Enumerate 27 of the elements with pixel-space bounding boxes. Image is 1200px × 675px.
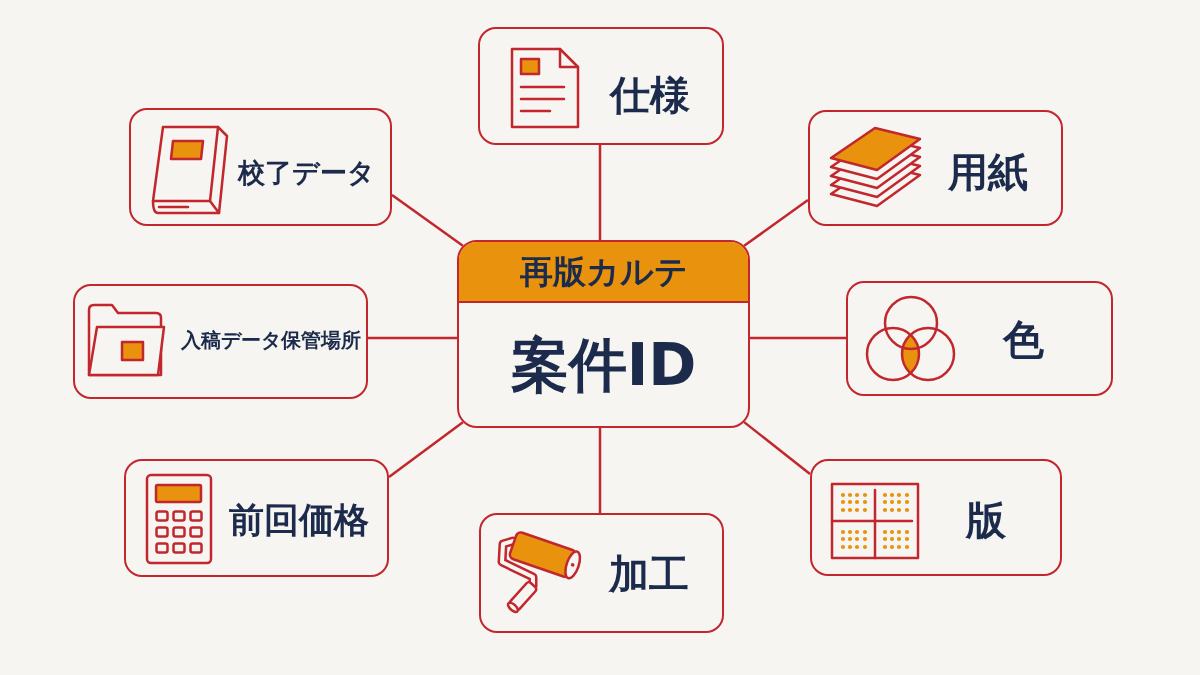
- connector-line: [750, 336, 846, 340]
- label-text: 入稿データ保管場所: [180, 329, 361, 350]
- rounded-box: [808, 110, 1063, 226]
- connector-line: [598, 145, 602, 240]
- label-text: 校了データ: [237, 158, 375, 185]
- rounded-box: [478, 27, 724, 145]
- label-text: 仕様: [609, 74, 690, 115]
- rounded-box: [124, 459, 389, 577]
- connector-line: [388, 421, 464, 478]
- connector-line: [391, 194, 464, 247]
- rounded-box: [846, 281, 1113, 396]
- rounded-box: [73, 284, 368, 399]
- label-text: 前回価格: [228, 502, 369, 537]
- label-text: 色: [1002, 319, 1044, 360]
- rounded-box: [479, 513, 724, 633]
- connector-line: [368, 336, 457, 340]
- connector-line: [743, 421, 811, 475]
- label-text: 用紙: [947, 151, 1028, 192]
- connector-line: [743, 199, 809, 247]
- connector-line: [598, 428, 602, 513]
- main-label: 案件ID: [510, 336, 697, 394]
- label-text: 版: [965, 499, 1006, 540]
- rounded-box: [810, 459, 1062, 576]
- rounded-box: [129, 108, 392, 226]
- label-text: 加工: [608, 553, 689, 594]
- header-band: 再版カルテ: [459, 242, 748, 303]
- rounded-box: [457, 240, 750, 428]
